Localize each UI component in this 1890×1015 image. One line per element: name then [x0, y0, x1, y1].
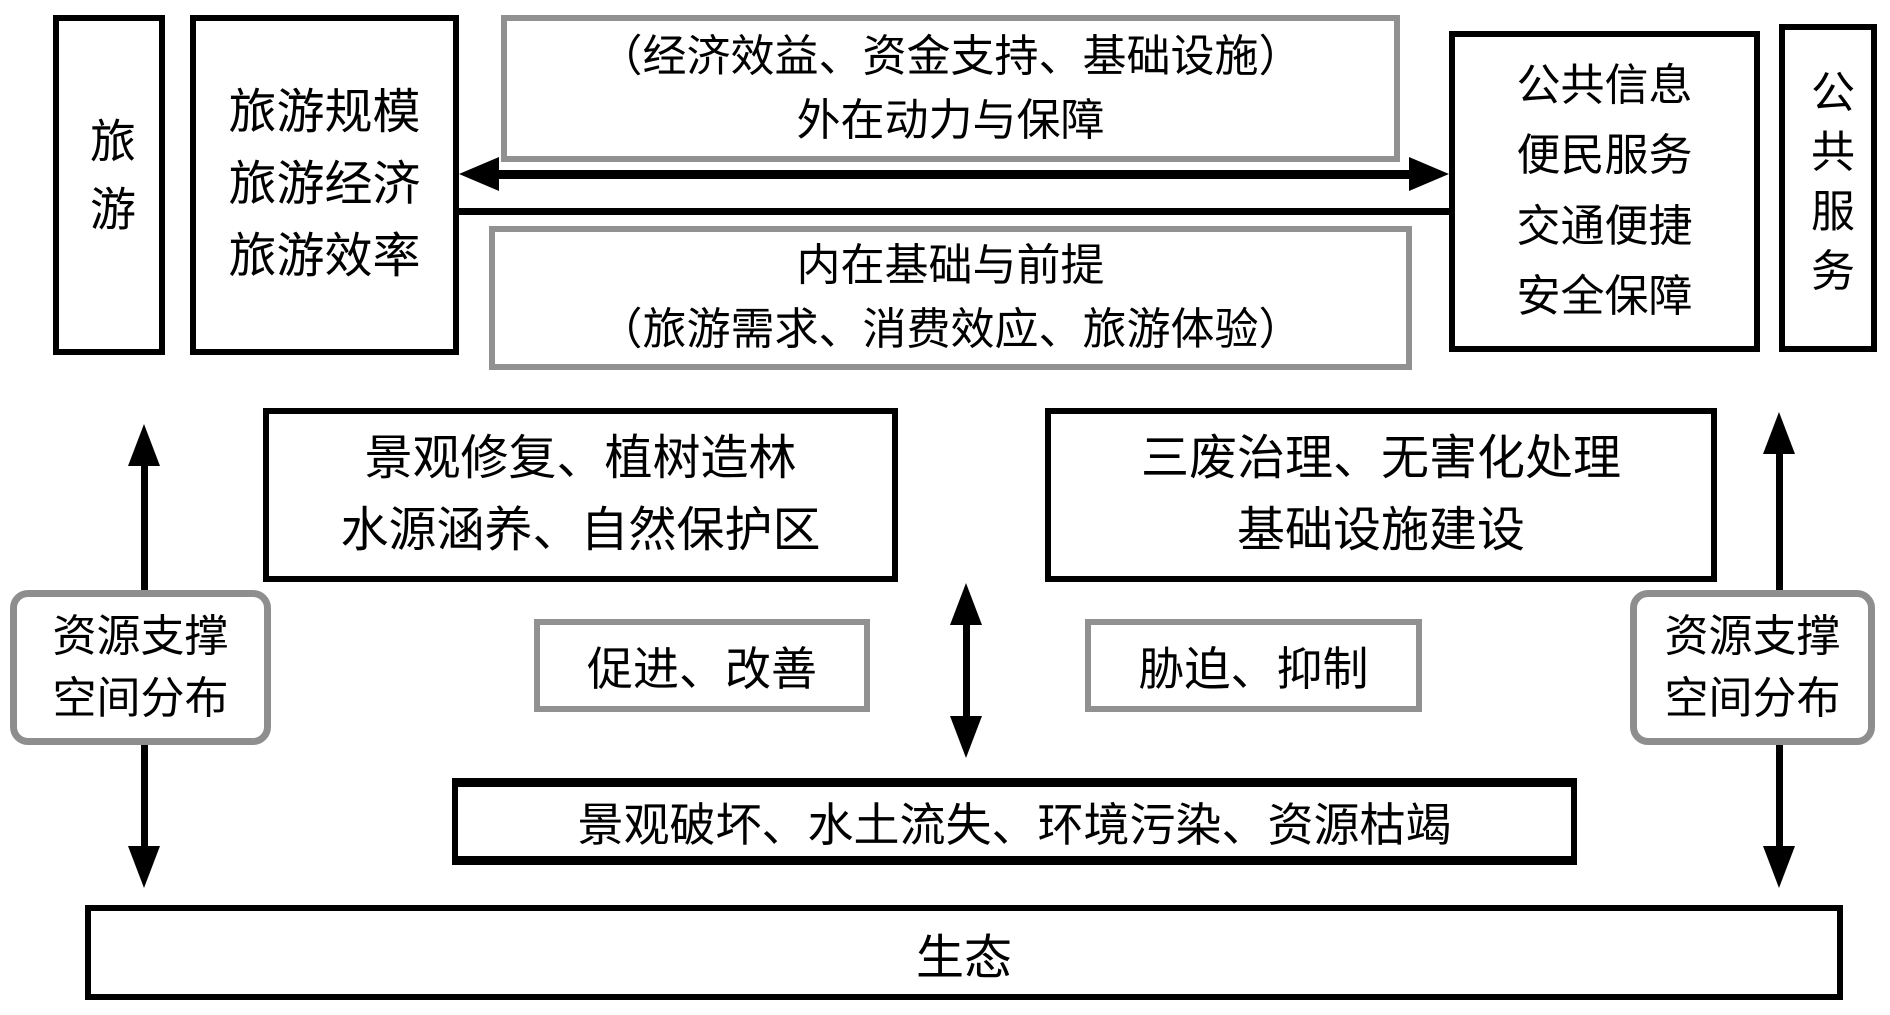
- treatment-box: 三废治理、无害化处理 基础设施建设: [1045, 408, 1717, 582]
- internal-basis-line: 内在基础与前提: [796, 241, 1105, 291]
- public-info-box: 公共信息 便民服务 交通便捷 安全保障: [1449, 31, 1760, 352]
- tourism-metrics-box: 旅游规模 旅游经济 旅游效率: [190, 15, 459, 355]
- arrowhead-up-icon: [1763, 412, 1795, 454]
- treatment-line: 基础设施建设: [1236, 504, 1525, 557]
- arrowhead-left-icon: [459, 157, 499, 191]
- tourism-metrics-line: 旅游经济: [228, 158, 421, 211]
- internal-basis-box: 内在基础与前提 （旅游需求、消费效应、旅游体验）: [489, 226, 1412, 370]
- arrow-shaft: [494, 170, 1414, 179]
- public-service-box: 公共服务: [1779, 24, 1877, 352]
- damage-box: 景观破坏、水土流失、环境污染、资源枯竭: [452, 778, 1577, 865]
- tourism-box: 旅游: [53, 15, 165, 355]
- arrowhead-down-icon: [1763, 846, 1795, 888]
- internal-basis-line: （旅游需求、消费效应、旅游体验）: [598, 305, 1303, 354]
- external-support-line: （经济效益、资金支持、基础设施）: [598, 31, 1303, 81]
- promote-box: 促进、改善: [534, 619, 870, 712]
- damage-label: 景观破坏、水土流失、环境污染、资源枯竭: [577, 799, 1452, 851]
- arrow-shaft: [1776, 745, 1783, 848]
- tourism-label: 旅游: [84, 116, 135, 254]
- arrowhead-up-icon: [128, 424, 160, 466]
- public-info-line: 公共信息: [1516, 60, 1693, 110]
- resource-left-box: 资源支撑 空间分布: [10, 590, 271, 745]
- resource-left-line: 资源支撑: [52, 611, 229, 661]
- ecology-box: 生态: [85, 905, 1843, 1000]
- external-support-box: （经济效益、资金支持、基础设施） 外在动力与保障: [501, 15, 1400, 162]
- public-info-line: 安全保障: [1516, 271, 1693, 321]
- restoration-line: 水源涵养、自然保护区: [340, 504, 821, 557]
- resource-right-line: 空间分布: [1664, 673, 1841, 723]
- restoration-box: 景观修复、植树造林 水源涵养、自然保护区: [263, 408, 898, 582]
- arrowhead-up-icon: [950, 583, 982, 625]
- resource-left-line: 空间分布: [52, 673, 229, 723]
- arrow-shaft: [141, 745, 148, 848]
- arrowhead-down-icon: [950, 716, 982, 758]
- public-info-line: 交通便捷: [1516, 201, 1693, 251]
- arrow-shaft: [141, 462, 148, 590]
- tourism-metrics-line: 旅游规模: [228, 86, 421, 139]
- resource-right-line: 资源支撑: [1664, 611, 1841, 661]
- public-service-label: 公共服务: [1804, 69, 1853, 307]
- resource-right-box: 资源支撑 空间分布: [1630, 590, 1875, 745]
- tourism-metrics-line: 旅游效率: [228, 230, 421, 283]
- restoration-line: 景观修复、植树造林: [364, 432, 797, 485]
- treatment-line: 三废治理、无害化处理: [1140, 432, 1621, 485]
- threat-box: 胁迫、抑制: [1085, 619, 1422, 712]
- ecology-label: 生态: [915, 931, 1012, 985]
- arrow-shaft: [1776, 450, 1783, 590]
- public-info-line: 便民服务: [1516, 131, 1693, 181]
- arrowhead-right-icon: [1409, 157, 1449, 191]
- arrow-shaft: [963, 621, 970, 720]
- threat-label: 胁迫、抑制: [1138, 643, 1369, 695]
- tourism-publicservice-line: [459, 208, 1449, 215]
- external-support-line: 外在动力与保障: [796, 95, 1105, 145]
- promote-label: 促进、改善: [587, 643, 817, 695]
- arrowhead-down-icon: [128, 846, 160, 888]
